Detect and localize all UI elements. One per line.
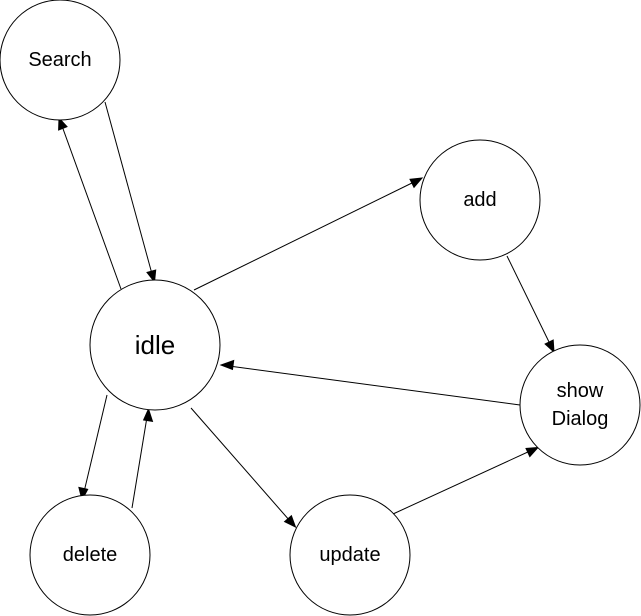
edge-idle-to-add [193,181,415,291]
edge-show-dialog-to-idle [228,365,521,406]
arrowhead-idle-to-delete [78,486,89,502]
arrowhead-idle-to-search [58,116,68,131]
node-update-circle [289,494,411,616]
arrowhead-idle-to-add [409,177,424,189]
arrowhead-search-to-idle [146,269,157,284]
arrowhead-add-to-show-dialog [544,339,555,354]
edge-update-to-show-dialog [392,450,531,515]
arrowhead-show-dialog-to-idle [219,359,235,371]
arrowhead-update-to-show-dialog [525,446,540,458]
node-delete-label: delete [63,544,118,566]
node-idle-circle [89,279,221,411]
node-search[interactable]: Search [0,0,121,121]
node-idle-label: idle [135,330,175,360]
edge-search-to-idle [104,101,153,275]
node-add-label: add [463,189,496,211]
node-add-circle [419,139,541,261]
node-add[interactable]: add [419,139,541,261]
node-search-label: Search [28,49,91,71]
node-delete[interactable]: delete [29,494,151,616]
node-show-dialog[interactable]: show Dialog [519,344,641,466]
node-search-circle [0,0,121,121]
edge-idle-to-delete [83,394,108,493]
node-delete-circle [29,494,151,616]
node-update[interactable]: update [289,494,411,616]
edges [58,101,555,529]
node-update-label: update [319,544,380,566]
node-show-dialog-label-line2: Dialog [552,408,609,430]
edge-add-to-show-dialog [506,255,551,345]
node-show-dialog-label-line1: show [557,380,604,402]
node-idle[interactable]: idle [89,279,221,411]
edge-idle-to-update [190,407,291,522]
edge-delete-to-idle [131,416,148,509]
arrowhead-delete-to-idle [142,407,154,423]
node-show-dialog-circle [519,344,641,466]
edge-idle-to-search [61,125,122,290]
arrowhead-idle-to-update [283,514,297,529]
